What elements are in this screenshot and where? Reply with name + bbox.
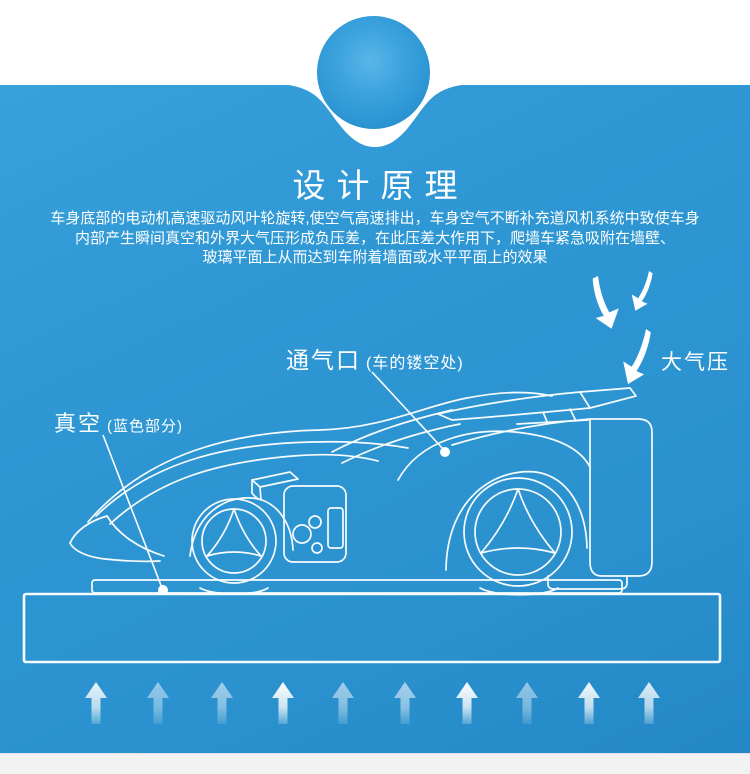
vacuum-label-main: 真空: [54, 411, 103, 436]
vacuum-label: 真空(蓝色部分): [54, 406, 183, 438]
description-line: 车身底部的电动机高速驱动风叶轮旋转,使空气高速排出，车身空气不断补充道风机系统中…: [50, 210, 700, 227]
vent-label: 通气口 (车的镂空处): [286, 341, 464, 375]
bottom-gray-strip: [0, 753, 750, 774]
section-title: 设计原理: [292, 167, 469, 204]
description-line: 内部产生瞬间真空和外界大气压形成负压差，在此压差大作用下，爬墙车紧急吸附在墙壁、: [74, 229, 675, 247]
principle-description: 车身底部的电动机高速驱动风叶轮旋转,使空气高速排出，车身空气不断补充道风机系统中…: [0, 209, 750, 268]
atmospheric-pressure-label: 大气压: [661, 351, 730, 374]
vent-label-main: 通气口: [286, 347, 361, 373]
description-line: 玻璃平面上从而达到车附着墙面或水平平面上的效果: [202, 249, 548, 266]
blue-ball-graphic: [317, 16, 430, 129]
vent-label-sub: (车的镂空处): [366, 355, 464, 372]
vacuum-label-sub: (蓝色部分): [107, 418, 184, 435]
